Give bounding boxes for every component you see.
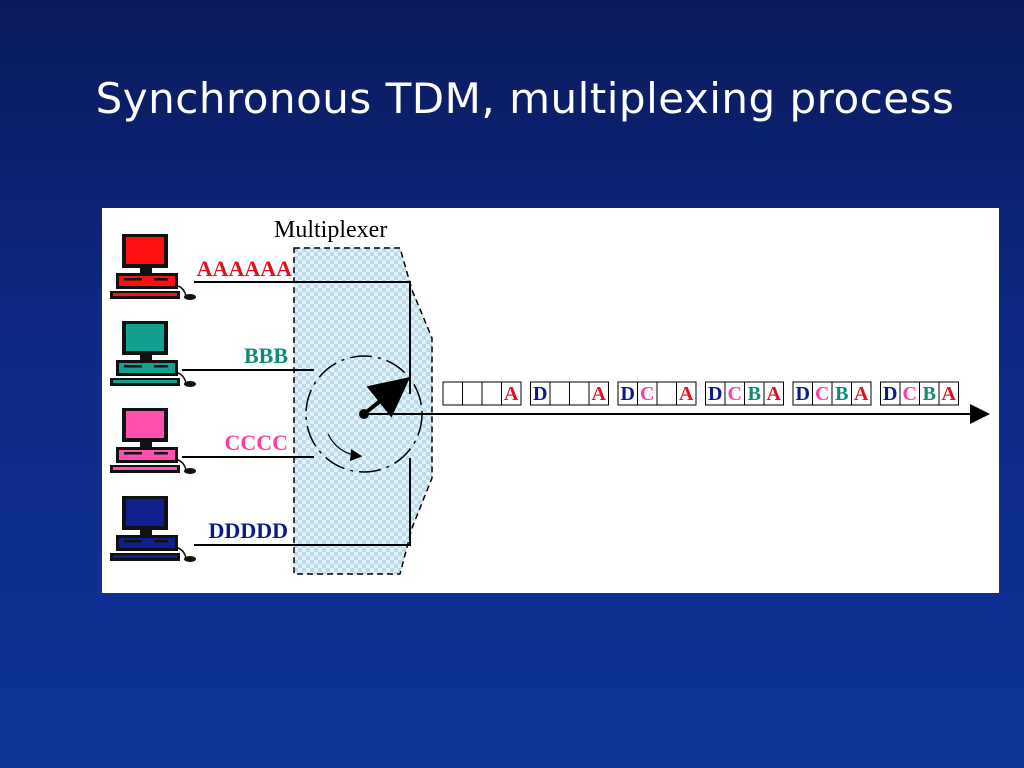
time-slot (938, 381, 959, 406)
time-slot (501, 381, 522, 406)
time-slot (462, 381, 483, 406)
slot-label: C (903, 383, 917, 405)
slot-label: A (767, 383, 782, 405)
slot-label: C (815, 383, 829, 405)
slot-label: D (796, 383, 810, 405)
slide-title: Synchronous TDM, multiplexing process (95, 74, 955, 123)
time-slot (588, 381, 609, 406)
slot-label: B (923, 383, 936, 405)
time-slot (569, 381, 590, 406)
slot-label: D (708, 383, 722, 405)
tdm-frame: A (442, 381, 522, 406)
input-lines (182, 281, 411, 546)
time-slot (763, 381, 784, 406)
slot-label: A (854, 383, 869, 405)
source-label: AAAAAA (197, 256, 292, 281)
time-slot (851, 381, 872, 406)
slot-label: B (748, 383, 761, 405)
slot-label: D (533, 383, 547, 405)
multiplexer-label: Multiplexer (274, 217, 387, 243)
slot-label: D (621, 383, 635, 405)
slot-label: C (728, 383, 742, 405)
source-label: CCCC (224, 430, 288, 455)
time-slot (656, 381, 677, 406)
time-slot (442, 381, 463, 406)
time-slot (481, 381, 502, 406)
time-slot (676, 381, 697, 406)
source-label: DDDDD (209, 518, 288, 543)
slot-label: A (504, 383, 519, 405)
computer-icon (110, 496, 196, 562)
source-label: BBB (244, 343, 288, 368)
slot-label: C (640, 383, 654, 405)
slot-label: D (883, 383, 897, 405)
slot-label: A (942, 383, 957, 405)
time-slot (549, 381, 570, 406)
slot-label: B (835, 383, 848, 405)
slot-label: A (679, 383, 694, 405)
computer-icon (110, 321, 196, 387)
slot-label: A (592, 383, 607, 405)
computer-icon (110, 408, 196, 474)
computer-icon (110, 234, 196, 300)
